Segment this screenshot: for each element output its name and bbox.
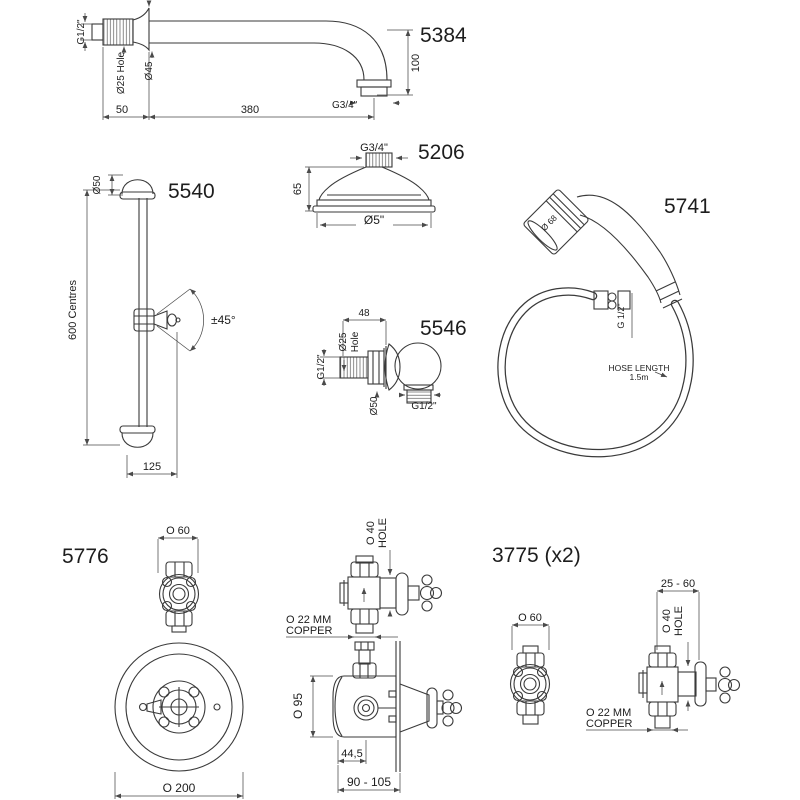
dim-valve-top-dia: O 60 — [166, 525, 190, 537]
part-5384-shower-arm: G1/2" Ø25 Hole Ø45 50 380 100 G3/4" 5384 — [76, 0, 467, 120]
dim-stop-copper-line2: COPPER — [586, 718, 633, 730]
dim-riser-centres: 600 Centres — [67, 280, 79, 340]
dim-stop-wall-range: 25 - 60 — [661, 578, 695, 590]
dim-valve-centre-depth: 44,5 — [341, 748, 362, 760]
dim-stop-hole-word: HOLE — [673, 606, 685, 636]
dim-stop-front-dia: O 60 — [518, 612, 542, 624]
part-label-5741: 5741 — [664, 195, 711, 218]
part-label-5776: 5776 — [62, 545, 109, 568]
dim-handset-head-dia: Ø 68 — [539, 213, 559, 233]
part-5546-wall-outlet: 48 Ø25 Hole G1/2" Ø50 G1/2" 5546 — [316, 308, 467, 415]
dim-stop-copper-line1: O 22 MM — [586, 707, 631, 719]
dim-arm-wall-hole: Ø25 Hole — [116, 51, 127, 94]
dim-outlet-wall-thread: G1/2" — [316, 354, 327, 380]
part-label-5384: 5384 — [420, 24, 467, 47]
dim-outlet-outlet-thread: G1/2" — [411, 401, 437, 412]
part-5741-handset-hose: Ø 68 G 1/2" HOSE LENGTH 1.5m 5741 — [497, 189, 711, 458]
dim-head-dia: Ø5" — [364, 213, 384, 227]
dim-valve-hole-dia: O 40 — [365, 521, 377, 545]
dim-arm-wall-offset: 50 — [116, 104, 128, 116]
part-5776-valve: O 60 O 200 5776 — [62, 525, 244, 799]
dim-head-inlet-thread: G3/4" — [360, 142, 388, 154]
dim-riser-offset: 125 — [143, 461, 161, 473]
dim-valve-copper-line1: O 22 MM — [286, 614, 331, 626]
dim-outlet-hole-word: Hole — [350, 331, 361, 352]
part-label-5546: 5546 — [420, 317, 467, 340]
dim-stop-hole-dia: O 40 — [661, 609, 673, 633]
dim-outlet-hole-dia: Ø25 — [338, 332, 349, 351]
part-3775-stop-valves: O 60 25 - 60 O 40 HOLE O 22 MM COPPER 37… — [492, 544, 741, 733]
part-5206-shower-head: G3/4" 65 Ø5" 5206 — [292, 141, 465, 228]
dim-arm-wall-thread: G1/2" — [76, 19, 87, 45]
dim-valve-copper-line2: COPPER — [286, 625, 333, 637]
dim-valve-fix-range: 90 - 105 — [347, 775, 391, 789]
dim-riser-swivel: ±45° — [211, 313, 236, 327]
dim-hose-length-line1: HOSE LENGTH — [609, 363, 670, 373]
dim-arm-outlet-thread: G3/4" — [332, 100, 358, 111]
dim-outlet-flange-dia: Ø50 — [369, 396, 380, 415]
dim-head-height: 65 — [292, 183, 304, 195]
dim-arm-flange-dia: Ø45 — [144, 61, 155, 80]
dim-hose-length-line2: 1.5m — [630, 372, 649, 382]
part-label-5206: 5206 — [418, 141, 465, 164]
dim-arm-reach: 380 — [241, 104, 259, 116]
dim-valve-body-dia: O 95 — [291, 693, 305, 719]
dim-handset-conn-thread: G 1/2" — [616, 303, 626, 328]
dim-outlet-width: 48 — [358, 308, 370, 319]
dim-arm-drop: 100 — [410, 54, 422, 72]
part-label-3775: 3775 (x2) — [492, 544, 581, 567]
dim-valve-hole-word: HOLE — [377, 518, 389, 548]
part-label-5540: 5540 — [168, 180, 215, 203]
part-5776-valve-views: O 40 HOLE O 22 MM COPPER O 95 44,5 90 - … — [286, 518, 463, 793]
part-5540-riser-rail: ±45° Ø50 600 Centres 125 5540 — [67, 174, 236, 478]
dim-valve-plate-dia: O 200 — [163, 781, 196, 795]
dim-riser-bracket-dia: Ø50 — [92, 175, 103, 194]
